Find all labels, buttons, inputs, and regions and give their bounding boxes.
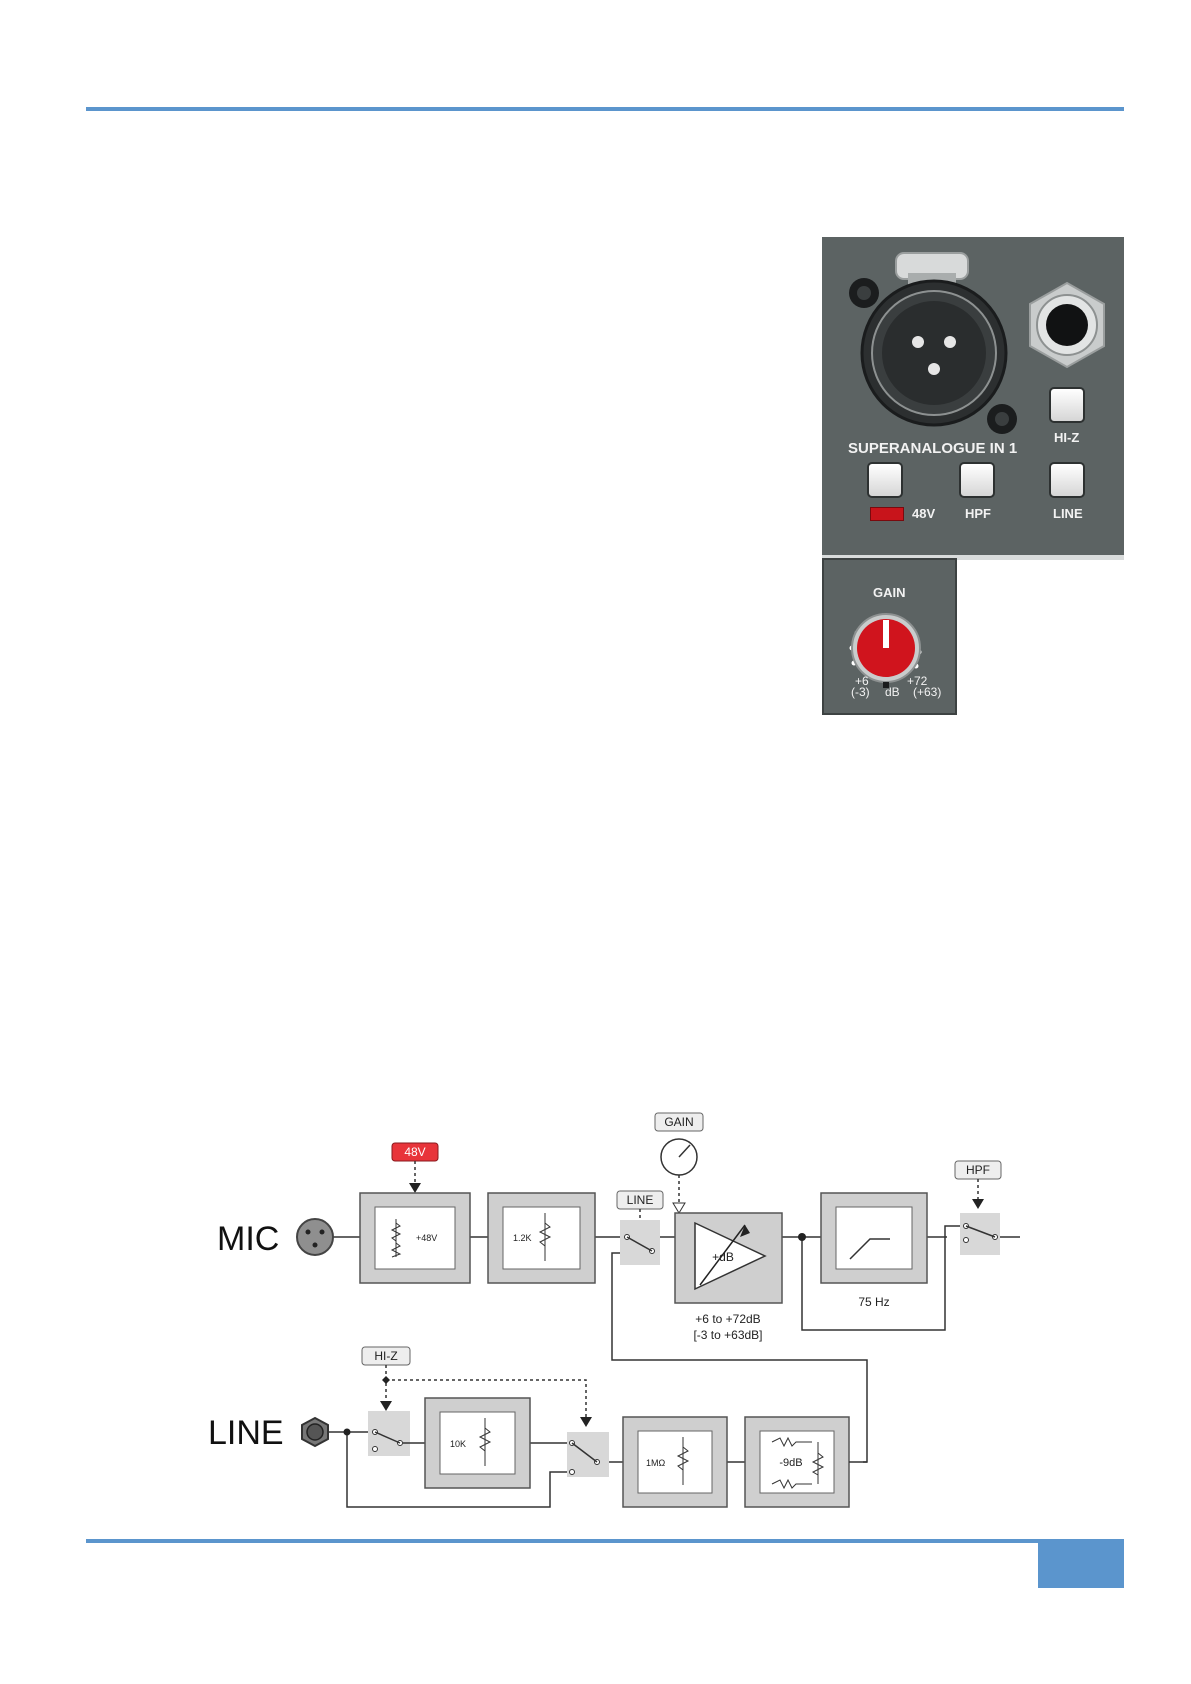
- hpf-label: HPF: [965, 506, 991, 521]
- gain-max-alt: (+63): [913, 685, 941, 699]
- hpf-filter-block: [821, 1193, 927, 1283]
- pad-label: -9dB: [779, 1457, 802, 1469]
- amp-label: +dB: [712, 1250, 734, 1264]
- page-number-tab: [1038, 1541, 1124, 1588]
- header-rule: [86, 107, 1124, 111]
- hiz-resistor-value: 10K: [450, 1439, 466, 1449]
- hiz-resistor-block: 10K: [425, 1398, 530, 1488]
- gain-title: GAIN: [873, 585, 906, 600]
- mic-label: MIC: [217, 1220, 279, 1258]
- hpf-frequency: 75 Hz: [858, 1295, 889, 1309]
- xlr-connector-icon: [297, 1219, 333, 1255]
- hiz-button[interactable]: [1049, 387, 1085, 423]
- tag-gain-text: GAIN: [664, 1115, 693, 1129]
- line-button[interactable]: [1049, 462, 1085, 498]
- gain-amplifier-block: +dB: [675, 1213, 782, 1303]
- junction-dot: [344, 1429, 351, 1436]
- mic-load-resistor-block: 1.2K: [488, 1193, 595, 1283]
- amp-range: +6 to +72dB: [695, 1312, 760, 1326]
- line-pad-block: -9dB: [745, 1417, 849, 1507]
- footer-rule: [86, 1539, 1124, 1543]
- phantom-value: +48V: [416, 1233, 437, 1243]
- line-label: LINE: [1053, 506, 1083, 521]
- front-panel-image: SUPERANALOGUE IN 1 HI-Z 48V HPF LINE: [822, 237, 1124, 555]
- mic-resistor-value: 1.2K: [513, 1233, 532, 1243]
- hiz-switch-1: [368, 1411, 410, 1456]
- hiz-switch-2: [567, 1432, 609, 1477]
- tag-hpf-text: HPF: [966, 1163, 990, 1177]
- tag-48v-text: 48V: [404, 1145, 425, 1159]
- tag-line-text: LINE: [627, 1193, 654, 1207]
- signal-flow-diagram: MIC LINE 48V +48V 1.2K LINE: [200, 1095, 1030, 1515]
- gain-min-alt: (-3): [851, 685, 870, 699]
- phantom-power-block: +48V: [360, 1193, 470, 1283]
- line-select-switch: [620, 1220, 660, 1265]
- junction-dot: [798, 1233, 806, 1241]
- line-input-label: LINE: [208, 1414, 284, 1452]
- phantom-led-indicator: [870, 507, 904, 521]
- jack-connector-icon: [302, 1418, 328, 1446]
- phantom-48v-button[interactable]: [867, 462, 903, 498]
- hpf-button[interactable]: [959, 462, 995, 498]
- channel-label: SUPERANALOGUE IN 1: [848, 440, 1017, 457]
- line-resistor-value: 1MΩ: [646, 1458, 666, 1468]
- gain-unit: dB: [885, 685, 900, 699]
- line-resistor-block: 1MΩ: [623, 1417, 727, 1507]
- amp-range-alt: [-3 to +63dB]: [693, 1328, 762, 1342]
- hiz-label: HI-Z: [1054, 430, 1079, 445]
- hpf-bypass-switch: [960, 1213, 1000, 1255]
- gain-section: GAIN +6 (-3) dB +72 (+63): [822, 558, 957, 715]
- tag-hiz-text: HI-Z: [374, 1349, 397, 1363]
- phantom-48v-label: 48V: [912, 506, 935, 521]
